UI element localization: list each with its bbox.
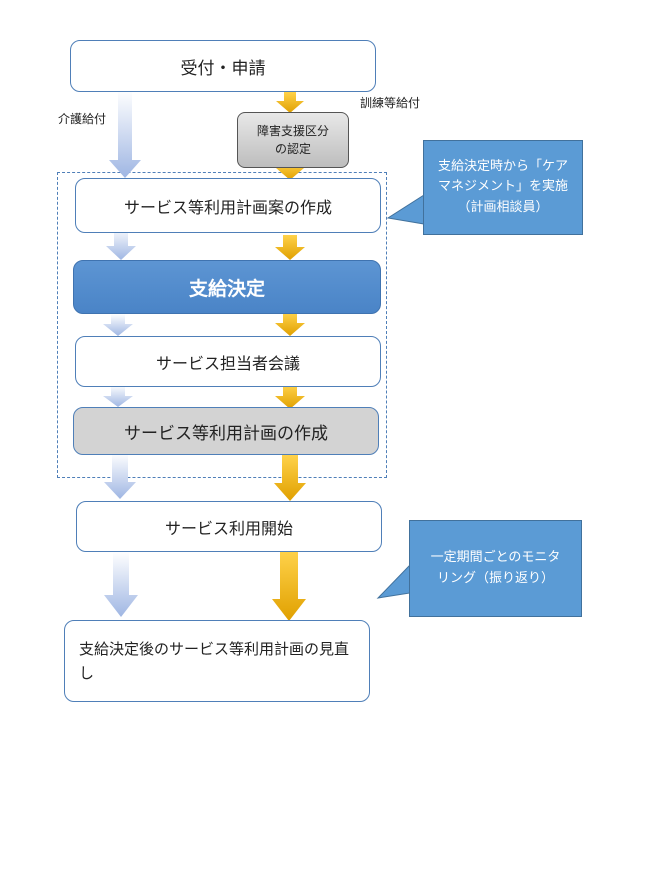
blue-arrow-5 — [104, 453, 136, 499]
step-plan-draft-label: サービス等利用計画案の作成 — [123, 197, 332, 217]
blue-arrow-2 — [106, 227, 136, 260]
step-intake-label: 受付・申請 — [180, 58, 266, 79]
step-decision-label: 支給決定 — [188, 277, 265, 300]
orange-arrow-3 — [275, 235, 305, 260]
orange-arrow-1 — [276, 92, 304, 113]
blue-arrow-4 — [103, 385, 133, 407]
care-management-callout: 支給決定時から「ケア マネジメント」を実施 （計画相談員） — [423, 140, 583, 235]
step-certification-label: 障害支援区分 の認定 — [256, 124, 329, 156]
care-management-callout-text: 支給決定時から「ケア マネジメント」を実施 （計画相談員） — [437, 159, 568, 215]
step-staff-meeting: サービス担当者会議 — [75, 336, 381, 387]
monitoring-callout-pointer — [376, 563, 411, 599]
step-service-start: サービス利用開始 — [76, 501, 382, 552]
step-plan-draft: サービス等利用計画案の作成 — [75, 178, 381, 233]
care-benefit-label: 介護給付 — [58, 112, 107, 126]
step-intake: 受付・申請 — [70, 40, 376, 92]
care-management-group-frame — [57, 172, 387, 478]
training-benefit-label: 訓練等給付 — [360, 96, 421, 110]
care-management-callout-pointer — [386, 194, 425, 225]
blue-arrow-3 — [103, 314, 133, 336]
step-service-start-label: サービス利用開始 — [164, 518, 293, 538]
orange-arrow-5 — [275, 385, 305, 409]
orange-arrow-4 — [275, 313, 305, 336]
monitoring-callout-text: 一定期間ごとのモニタ リング（振り返り） — [430, 550, 561, 586]
step-review: 支給決定後のサービス等利用計画の見直し — [64, 620, 370, 702]
step-certification: 障害支援区分 の認定 — [237, 112, 349, 168]
step-decision: 支給決定 — [73, 260, 381, 314]
step-plan-create-label: サービス等利用計画の作成 — [124, 423, 328, 444]
step-review-label: 支給決定後のサービス等利用計画の見直し — [79, 640, 350, 682]
step-plan-create: サービス等利用計画の作成 — [73, 407, 379, 455]
step-staff-meeting-label: サービス担当者会議 — [155, 353, 300, 373]
blue-arrow-1 — [109, 90, 141, 178]
orange-arrow-2 — [276, 162, 304, 180]
orange-arrow-7 — [272, 551, 306, 621]
orange-arrow-6 — [274, 455, 306, 501]
blue-arrow-6 — [104, 552, 138, 617]
monitoring-callout: 一定期間ごとのモニタ リング（振り返り） — [409, 520, 582, 617]
